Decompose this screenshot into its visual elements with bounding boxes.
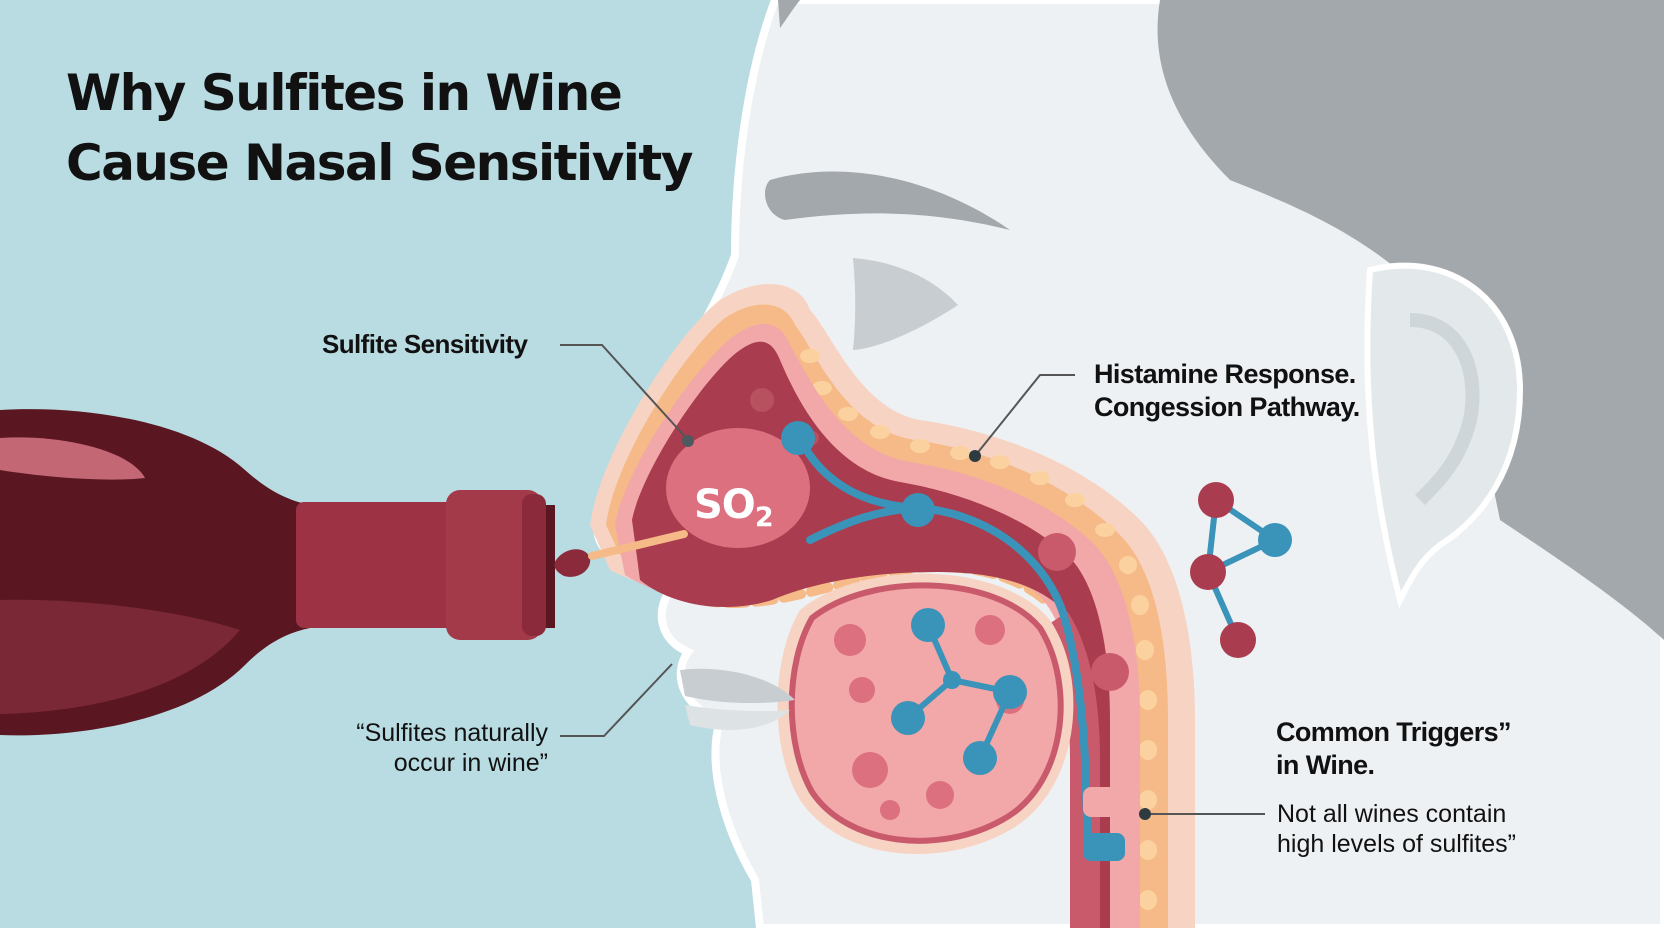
label-common-triggers: Common Triggers” in Wine. xyxy=(1276,717,1512,780)
fat-nodules xyxy=(800,349,1157,910)
label-histamine-response: Histamine Response. Congession Pathway. xyxy=(1094,359,1360,422)
sulfite-molecule xyxy=(1190,482,1292,658)
leader-histamine xyxy=(974,374,1075,457)
leader-sulfite-sensitivity xyxy=(560,344,689,441)
ear-inner xyxy=(1409,313,1480,505)
hair xyxy=(1157,0,1664,640)
page-title: Why Sulfites in Wine Cause Nasal Sensiti… xyxy=(66,58,693,198)
eye xyxy=(853,258,958,350)
hair-top-left xyxy=(778,0,800,28)
leader-sulfites-occur xyxy=(560,663,673,737)
aroma-stream xyxy=(588,530,688,560)
label-not-all-wines: Not all wines contain high levels of sul… xyxy=(1277,800,1517,858)
bottle-highlight xyxy=(0,437,145,480)
label-sulfite-sensitivity: Sulfite Sensitivity xyxy=(322,329,528,359)
leader-lines xyxy=(560,344,1265,820)
eyebrow xyxy=(765,171,1010,230)
so2-label: SO2 xyxy=(694,482,774,533)
wine-bottle xyxy=(0,409,688,736)
title-line-1: Why Sulfites in Wine xyxy=(66,64,623,122)
ear xyxy=(1364,262,1524,609)
bottle-lip xyxy=(446,490,542,640)
nerve-pathway xyxy=(796,434,1092,854)
lower-lip-shadow xyxy=(685,705,790,730)
bottle-lip-rim xyxy=(522,494,546,636)
title-line-2: Cause Nasal Sensitivity xyxy=(66,134,693,192)
upper-lip xyxy=(680,668,795,704)
so2-bubble xyxy=(666,428,810,548)
nerve-nodes xyxy=(781,421,1129,861)
bottle-neck xyxy=(296,502,464,628)
cavity-highlight xyxy=(750,388,774,412)
wine-drop xyxy=(554,549,591,577)
label-sulfites-occur: “Sulfites naturally occur in wine” xyxy=(356,719,548,777)
histamine-molecule xyxy=(891,608,1027,775)
bottle-shadow-band xyxy=(0,599,240,714)
